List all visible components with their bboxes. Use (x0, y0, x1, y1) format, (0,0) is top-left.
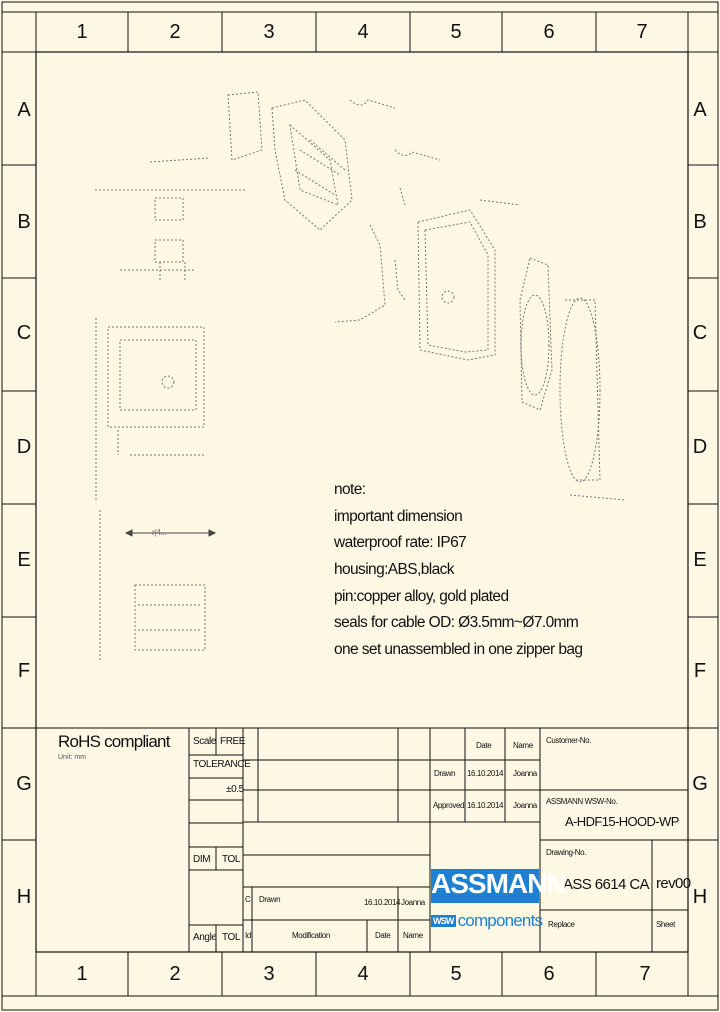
logo-main-text: ASSMANN (431, 868, 567, 899)
modification-label: Modification (292, 931, 330, 940)
tol-label: TOL (222, 854, 241, 865)
column-label: 4 (357, 21, 369, 43)
rev-name: Joanna (401, 898, 425, 907)
column-label: 3 (263, 963, 275, 985)
part-number: A-HDF15-HOOD-WP (565, 814, 679, 829)
assmann-no-label: ASSMANN WSW-No. (546, 797, 618, 806)
rev-date: 16.10.2014 (364, 898, 401, 907)
row-label: H (692, 886, 708, 908)
row-label: C (692, 322, 708, 344)
drawn-date: 16.10.2014 (467, 769, 504, 778)
row-label: C (16, 322, 32, 344)
column-label: 5 (450, 21, 462, 43)
logo-components: components (457, 911, 543, 930)
row-label: D (692, 436, 708, 458)
row-label: F (17, 660, 31, 682)
scale-value: FREE (220, 736, 246, 747)
drawn-label: Drawn (434, 769, 456, 778)
tolerance-label: TOLERANCE (193, 759, 251, 770)
note-line: pin:copper alloy, gold plated (334, 588, 509, 605)
logo-badge: WSW (431, 915, 456, 928)
row-label: E (17, 549, 31, 571)
approved-label: Approved (433, 801, 465, 810)
angle-label: Angle (193, 932, 217, 943)
name-header: Name (513, 741, 533, 750)
note-line: important dimension (334, 508, 463, 525)
revision: rev00 (656, 875, 691, 892)
column-label: 5 (450, 963, 462, 985)
column-label: 6 (543, 21, 555, 43)
row-label: G (692, 773, 708, 795)
exploded-view-drawing (95, 91, 626, 660)
row-label: E (693, 549, 707, 571)
row-label: B (693, 211, 707, 233)
dim-label: DIM (193, 854, 211, 865)
column-label: 2 (169, 963, 181, 985)
sheet-label: Sheet (656, 920, 675, 929)
row-label: H (16, 886, 32, 908)
dimension-label: r(4... (152, 528, 167, 537)
tolerance-value: ±0.5 (226, 784, 244, 795)
row-label: B (17, 211, 31, 233)
column-label: 7 (636, 21, 648, 43)
column-label: 2 (169, 21, 181, 43)
replace-label: Replace (548, 920, 575, 929)
note-line: housing:ABS,black (334, 561, 455, 578)
note-line: waterproof rate: IP67 (334, 534, 467, 551)
row-label: A (17, 99, 31, 121)
date-header: Date (476, 741, 492, 750)
column-label: 1 (76, 963, 88, 985)
customer-no-label: Customer-No. (546, 736, 591, 745)
drawn-name: Joanna (513, 769, 537, 778)
row-label: F (693, 660, 707, 682)
rev-index: C (245, 895, 251, 904)
drawing-no-label: Drawing-No. (546, 848, 587, 857)
column-label: 6 (543, 963, 555, 985)
rev-index-label: Id. (245, 931, 253, 940)
dimension-line (124, 529, 217, 537)
row-label: D (16, 436, 32, 458)
row-label: G (16, 773, 32, 795)
row-label: A (693, 99, 707, 121)
rohs-label: RoHS compliant (58, 732, 170, 751)
unit-note: Unit: mm (58, 754, 86, 761)
approved-date: 16.10.2014 (467, 801, 504, 810)
column-label: 3 (263, 21, 275, 43)
column-label: 7 (639, 963, 651, 985)
note-line: seals for cable OD: Ø3.5mm~Ø7.0mm (334, 614, 579, 631)
approved-name: Joanna (513, 801, 537, 810)
rev-description: Drawn (259, 895, 281, 904)
column-label: 1 (76, 21, 88, 43)
angle-tol-label: TOL (222, 932, 241, 943)
column-label: 4 (357, 963, 369, 985)
assmann-logo (431, 869, 539, 903)
scale-label: Scale (193, 736, 217, 747)
rev-date-label: Date (375, 931, 391, 940)
notes-heading: note: (334, 481, 366, 498)
drawing-number: ASS 6614 CA (563, 876, 650, 893)
rev-name-label: Name (403, 931, 423, 940)
note-line: one set unassembled in one zipper bag (334, 641, 583, 658)
